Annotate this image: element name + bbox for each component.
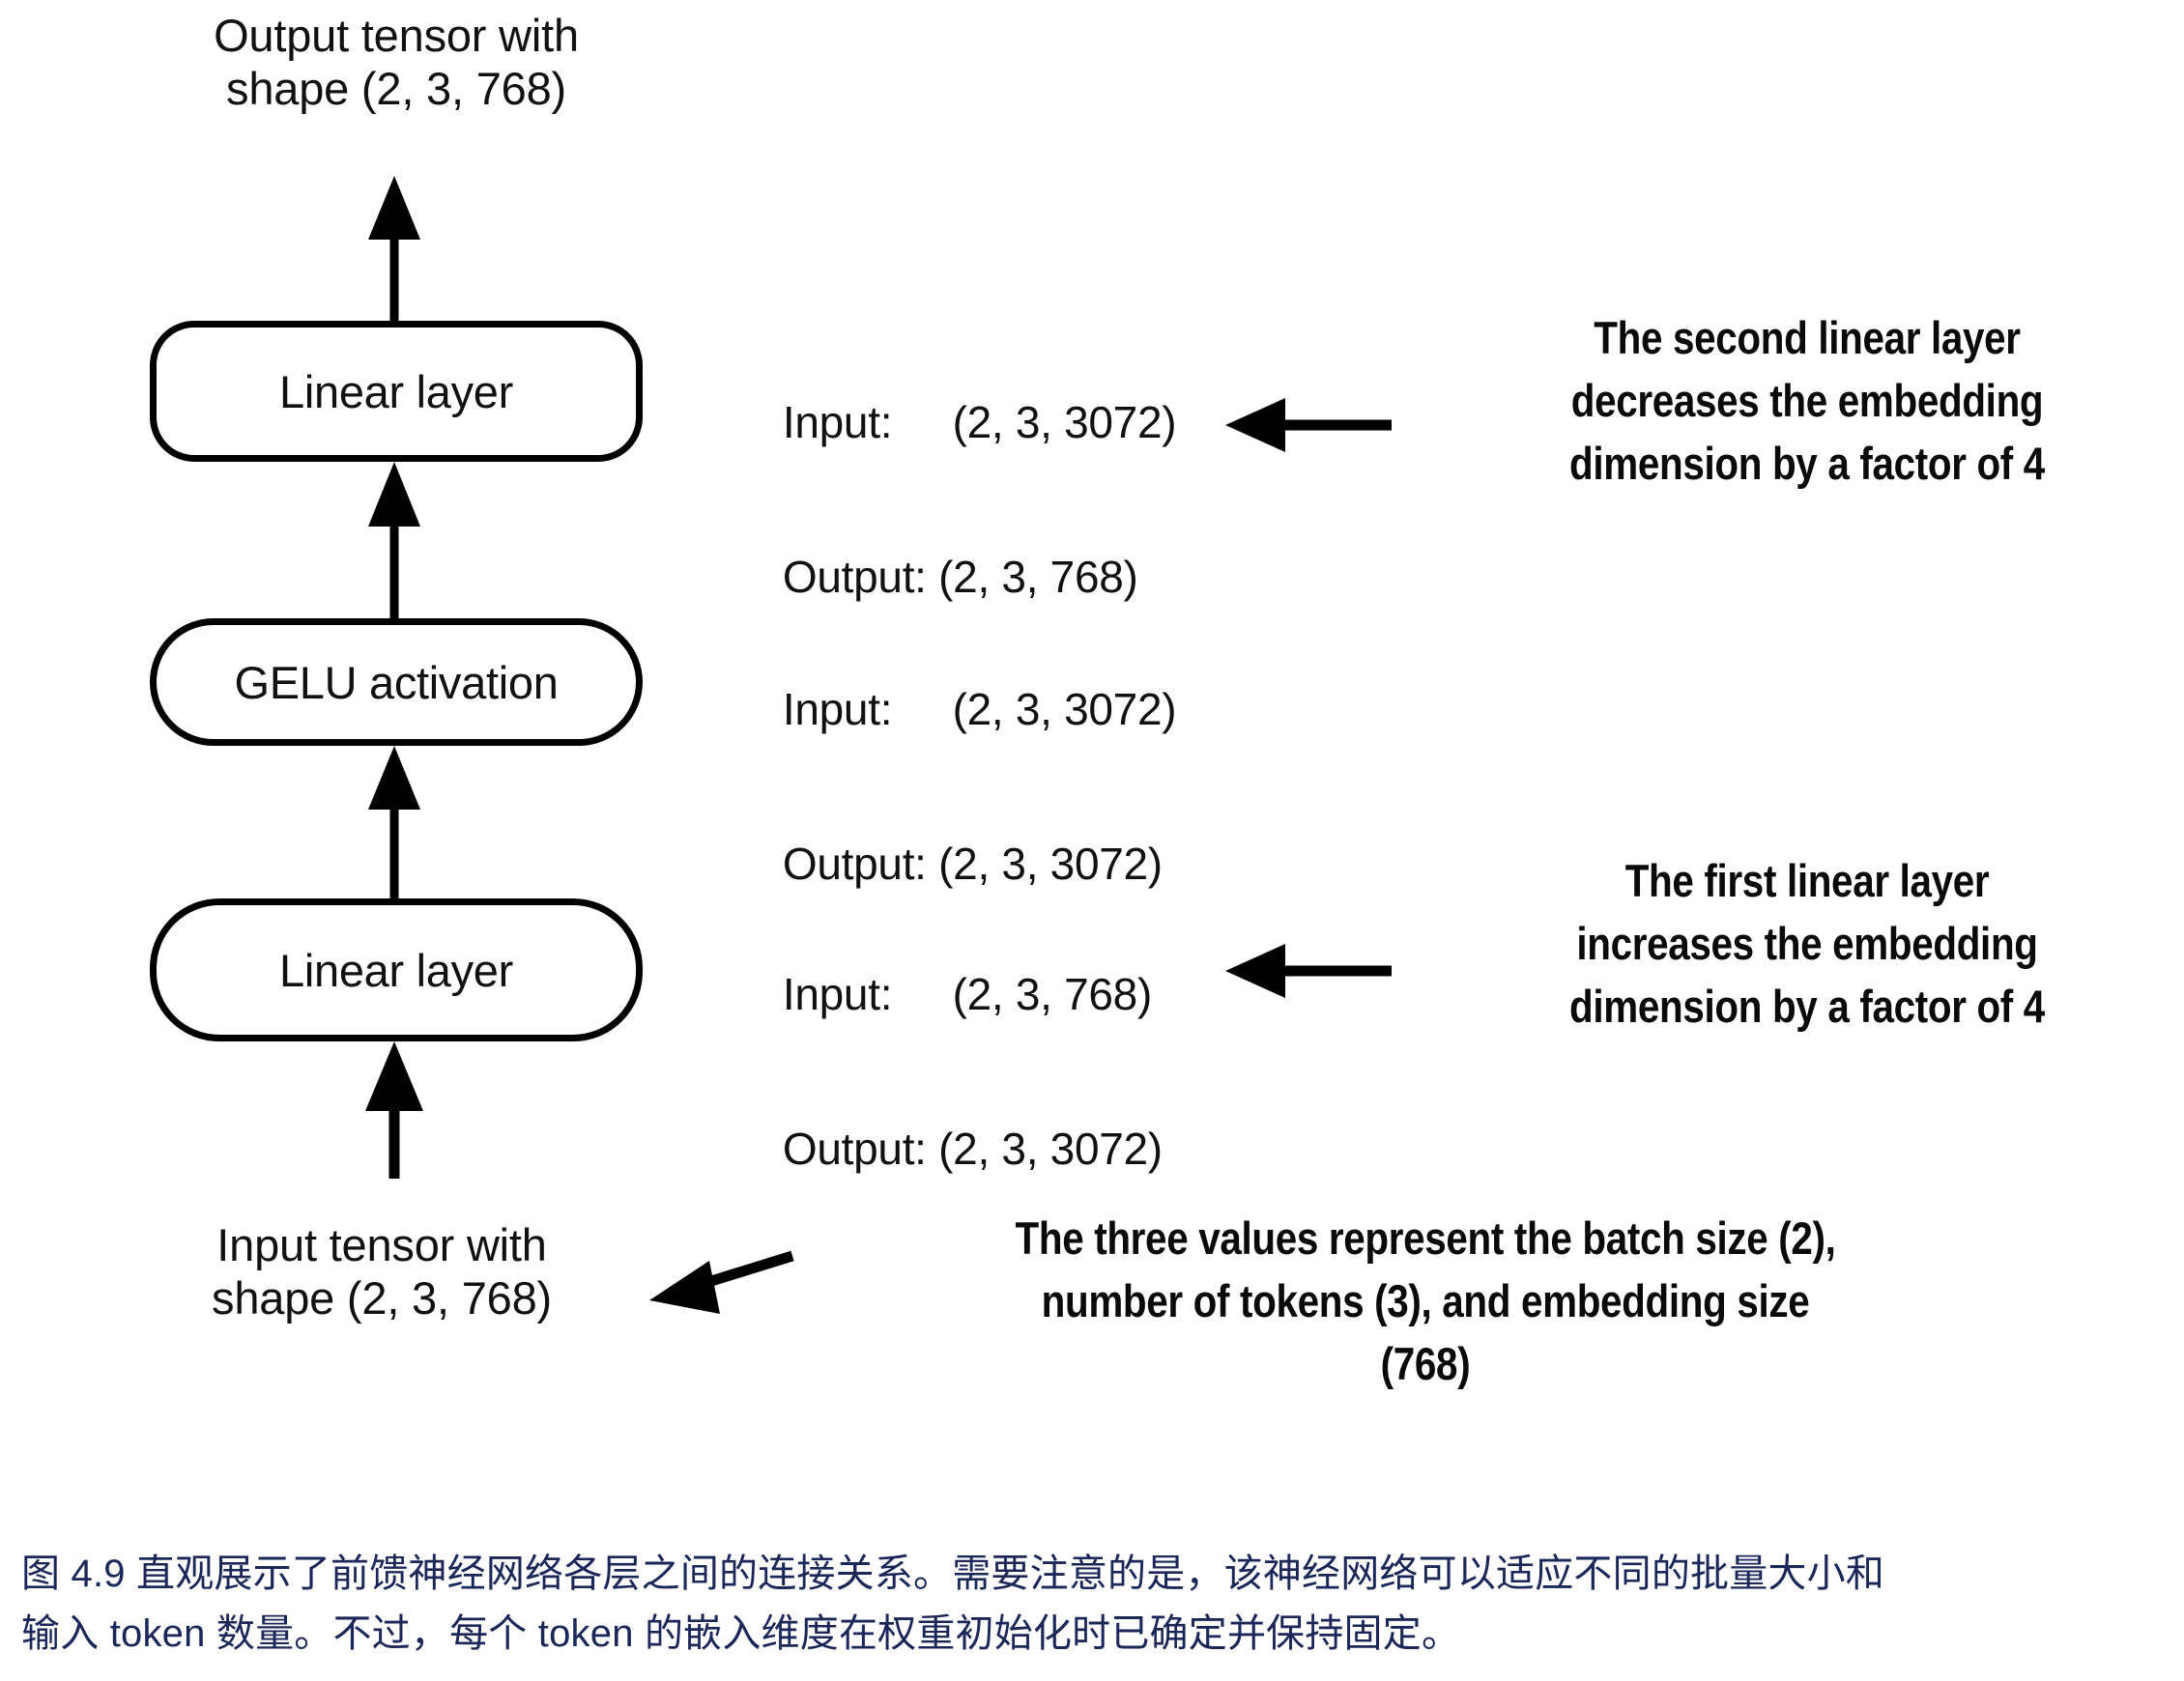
annotation-line: The three values represent the batch siz… [1015, 1212, 1836, 1264]
annotation-second-linear-layer: The second linear layer decreases the em… [1500, 307, 2114, 496]
arrow-note-second-linear [1225, 398, 1392, 452]
io-spec-linear-layer-2: Input: (2, 3, 3072) Output: (2, 3, 768) [710, 346, 1177, 655]
arrow-gelu-to-linear2 [368, 462, 420, 618]
io-output-key: Output: [782, 1124, 927, 1175]
io-input-value: (2, 3, 768) [952, 969, 1153, 1020]
io-spec-linear-layer-1: Input: (2, 3, 768) Output: (2, 3, 3072) [710, 918, 1163, 1227]
output-tensor-label: Output tensor with shape (2, 3, 768) [214, 10, 579, 114]
arrow-note-first-linear [1225, 944, 1392, 998]
io-output-value: (2, 3, 3072) [938, 839, 1163, 890]
arrow-output-tensor [368, 176, 420, 321]
figure-caption: 图 4.9 直观展示了前馈神经网络各层之间的连接关系。需要注意的是，该神经网络可… [21, 1544, 2167, 1664]
io-input-value: (2, 3, 3072) [952, 397, 1177, 448]
annotation-line: number of tokens (3), and embedding size [1041, 1274, 1810, 1326]
node-linear-layer-2[interactable]: Linear layer [150, 321, 643, 462]
io-output-key: Output: [782, 839, 927, 890]
annotation-line: (768) [1380, 1337, 1471, 1389]
annotation-first-linear-layer: The first linear layer increases the emb… [1500, 850, 2114, 1039]
io-output-key: Output: [782, 552, 927, 603]
annotation-line: The first linear layer [1624, 855, 1990, 906]
caption-line-1: 图 4.9 直观展示了前馈神经网络各层之间的连接关系。需要注意的是，该神经网络可… [21, 1553, 1885, 1595]
io-spec-gelu-activation: Input: (2, 3, 3072) Output: (2, 3, 3072) [710, 633, 1177, 942]
io-output-value: (2, 3, 3072) [938, 1124, 1163, 1175]
node-linear-layer-1[interactable]: Linear layer [150, 898, 643, 1041]
io-input-key: Input: [782, 969, 893, 1020]
annotation-three-values: The three values represent the batch siz… [889, 1208, 1961, 1396]
node-linear-layer-1-label: Linear layer [279, 944, 513, 996]
node-linear-layer-2-label: Linear layer [279, 365, 513, 417]
io-output-value: (2, 3, 768) [938, 552, 1138, 603]
io-input-key: Input: [782, 397, 893, 448]
annotation-line: dimension by a factor of 4 [1569, 980, 2045, 1032]
caption-line-2: 输入 token 数量。不过，每个 token 的嵌入维度在权重初始化时已确定并… [21, 1612, 1461, 1655]
node-gelu-activation-label: GELU activation [234, 656, 559, 708]
arrow-input-to-linear1 [365, 1041, 423, 1179]
arrow-note-three-values [649, 1250, 794, 1314]
annotation-line: The second linear layer [1594, 312, 2021, 363]
annotation-line: increases the embedding [1576, 917, 2038, 969]
input-tensor-label: Input tensor with shape (2, 3, 768) [212, 1219, 552, 1324]
io-input-key: Input: [782, 684, 893, 735]
arrow-linear1-to-gelu [368, 746, 420, 898]
io-input-value: (2, 3, 3072) [952, 684, 1177, 735]
annotation-line: dimension by a factor of 4 [1569, 437, 2045, 489]
node-gelu-activation[interactable]: GELU activation [150, 618, 643, 746]
annotation-line: decreases the embedding [1570, 374, 2044, 426]
